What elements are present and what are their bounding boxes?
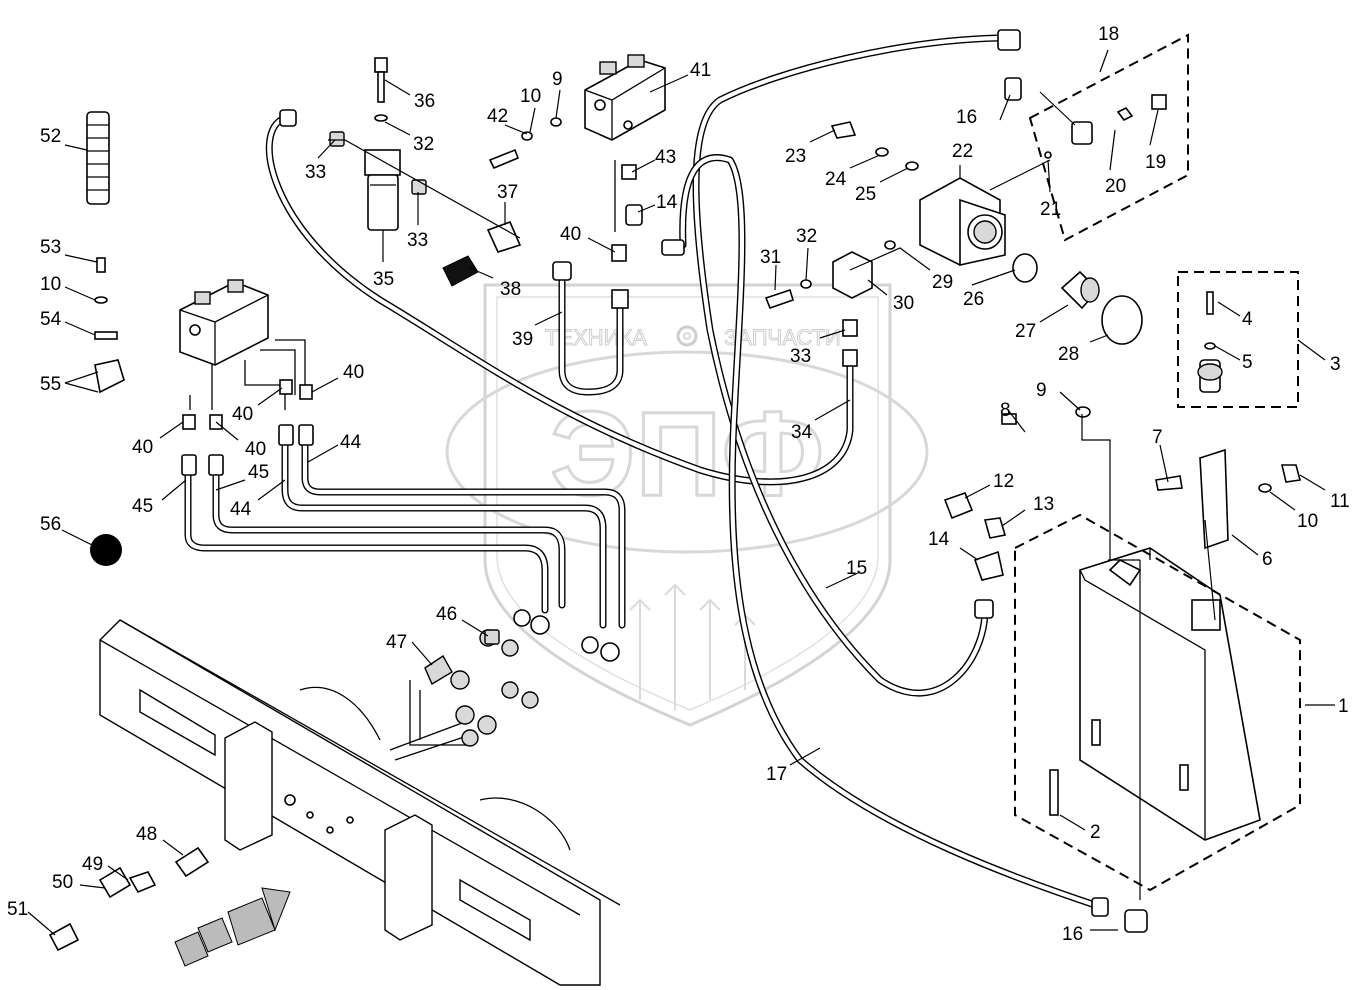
plug-56: [90, 534, 122, 566]
callout-40-b: 40: [232, 404, 253, 425]
callout-23: 23: [785, 146, 806, 167]
chassis-frame: [99, 619, 621, 986]
callout-15: 15: [846, 558, 867, 579]
callout-28: 28: [1058, 344, 1079, 365]
callout-49: 49: [82, 854, 103, 875]
callout-44-right: 44: [340, 432, 362, 453]
filler-cap: [1197, 291, 1223, 393]
valve-pipes: [189, 339, 471, 761]
callout-40-a: 40: [343, 362, 364, 383]
callout-41: 41: [690, 60, 711, 81]
callout-40-d: 40: [245, 439, 266, 460]
callout-labels: 1 2 3 4 5 6 7 8 9 9 10 10 10 11 12 13 14…: [7, 24, 1350, 945]
callout-32-right: 32: [796, 226, 817, 247]
callout-26: 26: [963, 289, 984, 310]
callout-54: 54: [40, 309, 62, 330]
callout-48: 48: [136, 824, 157, 845]
callout-36: 36: [414, 91, 435, 112]
callout-50: 50: [52, 872, 73, 893]
callout-4: 4: [1242, 309, 1253, 330]
callout-2: 2: [1090, 822, 1101, 843]
callout-33-left: 33: [305, 162, 326, 183]
callout-32-left: 32: [413, 134, 434, 155]
callout-10-right: 10: [1297, 511, 1318, 532]
callout-11: 11: [1330, 491, 1350, 512]
callout-13: 13: [1033, 494, 1054, 515]
bolt-36: [374, 57, 388, 122]
callout-46: 46: [436, 604, 457, 625]
callout-40-c: 40: [132, 437, 153, 458]
callout-33-right: 33: [790, 346, 811, 367]
callout-9-right: 9: [1036, 380, 1047, 401]
control-valve-left: [179, 279, 269, 366]
callout-31: 31: [760, 247, 781, 268]
callout-3: 3: [1330, 354, 1341, 375]
callout-18: 18: [1098, 24, 1119, 45]
callout-55: 55: [40, 374, 61, 395]
callout-34: 34: [791, 422, 813, 443]
callout-43: 43: [655, 147, 676, 168]
callout-20: 20: [1105, 176, 1126, 197]
callout-1: 1: [1338, 696, 1349, 717]
callout-42: 42: [487, 106, 508, 127]
callout-45-left: 45: [132, 496, 153, 517]
callout-14-top: 14: [656, 192, 678, 213]
callout-21: 21: [1040, 199, 1061, 220]
callout-53: 53: [40, 237, 61, 258]
hydraulic-tank: [1049, 547, 1261, 841]
dashbox-18: [1028, 33, 1189, 242]
callout-33-mid: 33: [407, 230, 428, 251]
watermark-monogram: ЭПФ: [550, 387, 824, 521]
pump-22: [919, 177, 1006, 266]
callout-8: 8: [1000, 400, 1011, 421]
leader-lines: [27, 49, 1335, 936]
callout-6: 6: [1262, 549, 1273, 570]
callout-56: 56: [40, 514, 61, 535]
callout-7: 7: [1152, 427, 1163, 448]
callout-16-bottom: 16: [1062, 924, 1083, 945]
callout-47: 47: [386, 632, 407, 653]
wheat-emblem-icon: [629, 583, 756, 710]
callout-25: 25: [855, 184, 876, 205]
callout-12: 12: [993, 471, 1014, 492]
dashbox-1: [1014, 513, 1301, 892]
callout-10-top: 10: [520, 86, 541, 107]
callout-14-right: 14: [928, 529, 950, 550]
seal-26: [1012, 253, 1038, 283]
bushing-27: [1060, 270, 1100, 310]
callout-44-left: 44: [230, 499, 252, 520]
callout-24: 24: [825, 169, 847, 190]
callout-22: 22: [952, 141, 973, 162]
callout-17: 17: [766, 764, 787, 785]
callout-29: 29: [932, 272, 953, 293]
callout-37: 37: [497, 182, 518, 203]
filter-35: [364, 149, 401, 231]
callout-45-mid: 45: [248, 462, 269, 483]
callout-16-top: 16: [956, 107, 977, 128]
callout-19: 19: [1145, 152, 1166, 173]
gear-icon: [676, 325, 698, 347]
hoses: [184, 34, 1099, 909]
callout-51: 51: [7, 899, 28, 920]
callout-5: 5: [1242, 352, 1253, 373]
callout-10-left: 10: [40, 274, 61, 295]
callout-39: 39: [512, 329, 533, 350]
callout-52: 52: [40, 126, 61, 147]
callout-9-top: 9: [552, 69, 563, 90]
direction-arrow-icon: [174, 887, 291, 967]
callout-35: 35: [373, 269, 394, 290]
fittings: [48, 29, 1302, 952]
callout-38: 38: [500, 279, 521, 300]
dashbox-3: [1177, 271, 1299, 408]
spiral-guard-52: [86, 111, 110, 205]
callout-30: 30: [893, 293, 914, 314]
callout-27: 27: [1015, 321, 1036, 342]
callout-40-top: 40: [560, 224, 581, 245]
oring-28: [1101, 295, 1143, 345]
control-valve-41: [584, 54, 666, 141]
tank-bracket: [1199, 448, 1229, 550]
block-30: [832, 251, 873, 299]
